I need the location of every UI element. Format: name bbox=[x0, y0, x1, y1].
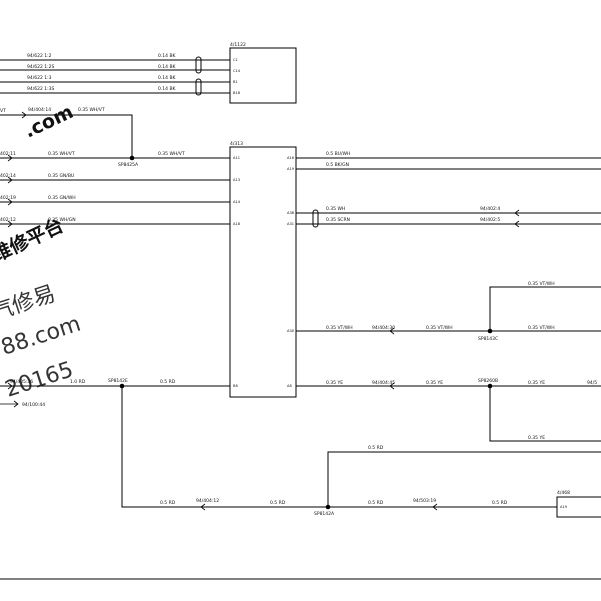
wire-spec: 0.35 VT/WH bbox=[326, 325, 353, 331]
wire-ref: 94/402:4 bbox=[480, 206, 500, 212]
wire-spec: 0.5 RD bbox=[368, 445, 384, 451]
wire-ref: 94/404:12 bbox=[196, 498, 219, 504]
wire-spec: 0.35 YE bbox=[528, 435, 545, 441]
pin-label: B1 bbox=[233, 80, 238, 84]
wire-spec: 0.14 BK bbox=[158, 53, 177, 59]
watermark-cjk-gray: 汽修易 bbox=[0, 282, 59, 326]
right-connector-arrows bbox=[389, 209, 520, 390]
watermark: .com 维修平台 汽修易 88.com 20165 bbox=[0, 101, 84, 403]
wire-spec: 0.35 WH/GN bbox=[48, 217, 76, 223]
pin-label: A19 bbox=[560, 505, 568, 509]
wire-spec: 0.35 GN/WH bbox=[48, 195, 76, 201]
module-4-1122: 4/1122 C1 C14 B1 B18 bbox=[229, 42, 297, 104]
wire-spec: 0.5 RD bbox=[270, 500, 286, 506]
right-wire-group bbox=[296, 157, 601, 442]
wire-spec: 0.35 YE bbox=[528, 380, 545, 386]
wire-spec: 0.14 BK bbox=[158, 75, 177, 81]
wire-ref: 402:19 bbox=[0, 195, 16, 201]
wire-spec: 0.35 YE bbox=[426, 380, 443, 386]
connector-arrows bbox=[7, 111, 438, 511]
bk-wire-group bbox=[0, 56, 230, 96]
wire-ref: 94/5 bbox=[587, 380, 597, 386]
pin-label: A8 bbox=[287, 384, 292, 388]
pin-label: A14 bbox=[233, 200, 241, 204]
splice-label: SP8260B bbox=[478, 378, 498, 384]
wire-spec: 0.35 WH/VT bbox=[78, 107, 105, 113]
wire-ref: 94/622 1:2 bbox=[27, 53, 52, 59]
wire-ref: 94/622 1:3 bbox=[27, 75, 52, 81]
wire-ref: 94/404:14 bbox=[28, 107, 51, 113]
watermark-digits: 20165 bbox=[2, 357, 76, 402]
pin-label: A31 bbox=[287, 222, 294, 226]
wire-spec: 0.5 RD bbox=[160, 500, 176, 506]
pin-label: A38 bbox=[287, 211, 295, 215]
splice-dots bbox=[119, 155, 493, 510]
wire-spec: 0.35 YE bbox=[326, 380, 343, 386]
left-wire-group bbox=[0, 114, 601, 508]
wire-ref: 94/100:44 bbox=[22, 402, 45, 408]
wire-spec: 0.35 WH bbox=[326, 206, 345, 212]
wire-spec: 0.35 WH/VT bbox=[48, 151, 75, 157]
wire-spec: 0.14 BK bbox=[158, 86, 177, 92]
wire-ref: VT bbox=[0, 108, 6, 114]
wire-spec: 0.5 RD bbox=[160, 379, 176, 385]
pin-label: C14 bbox=[233, 69, 241, 73]
pin-label: A30 bbox=[287, 329, 295, 333]
wire-ref: 402:12 bbox=[0, 217, 16, 223]
module-label: 4/1122 bbox=[230, 42, 246, 48]
pin-label: A13 bbox=[233, 178, 240, 182]
pin-label: A16 bbox=[287, 156, 295, 160]
wire-ref: 94/404:30 bbox=[372, 325, 395, 331]
wire-spec: 0.35 VT/WH bbox=[426, 325, 453, 331]
wire-spec: 0.35 GN/BU bbox=[48, 173, 74, 179]
wire-spec: 0.5 RD bbox=[368, 500, 384, 506]
wire-spec: 0.14 BK bbox=[158, 64, 177, 70]
wire-spec: 1.0 RD bbox=[70, 379, 86, 385]
splice-label: SP8142E bbox=[108, 378, 128, 384]
wire-spec: 0.5 RD bbox=[492, 500, 508, 506]
module-4-468: 4/468 A19 bbox=[556, 490, 601, 518]
pin-label: C1 bbox=[233, 58, 238, 62]
wire-ref: 94/503:19 bbox=[413, 498, 436, 504]
wire-spec: 0.35 VT/WH bbox=[528, 281, 555, 287]
module-4-313: 4/313 A11 A13 A14 A18 B8 A16 A19 A38 A31… bbox=[229, 141, 297, 398]
module-label: 4/468 bbox=[557, 490, 570, 496]
splice-label: SP8425A bbox=[118, 162, 139, 168]
wire-spec: 0.5 BK/GN bbox=[326, 162, 349, 168]
wire-spec: 0.5 BU/WH bbox=[326, 151, 350, 157]
wire-spec: 0.35 SCRN bbox=[326, 217, 350, 223]
wire-ref: 94/404:45 bbox=[372, 380, 395, 386]
wire-ref: 94/402:5 bbox=[480, 217, 500, 223]
splice-label: SP8142A bbox=[314, 511, 335, 517]
pin-label: B8 bbox=[233, 384, 238, 388]
pin-label: A19 bbox=[287, 167, 295, 171]
module-label: 4/313 bbox=[230, 141, 243, 147]
wire-ref: 94/622 1:2S bbox=[27, 64, 55, 70]
splice-label: SP8143C bbox=[478, 336, 498, 342]
wire-ref: 94/622 1:3S bbox=[27, 86, 55, 92]
wire-ref: 402:11 bbox=[0, 151, 16, 157]
wire-ref: 402:14 bbox=[0, 173, 16, 179]
pin-label: A11 bbox=[233, 156, 240, 160]
wire-spec: 0.35 VT/WH bbox=[528, 325, 555, 331]
pin-label: A18 bbox=[233, 222, 241, 226]
pin-label: B18 bbox=[233, 91, 241, 95]
ground-ref bbox=[0, 400, 19, 408]
wire-spec: 0.35 WH/VT bbox=[158, 151, 185, 157]
wire-ref: 94/405:36 bbox=[10, 379, 33, 385]
